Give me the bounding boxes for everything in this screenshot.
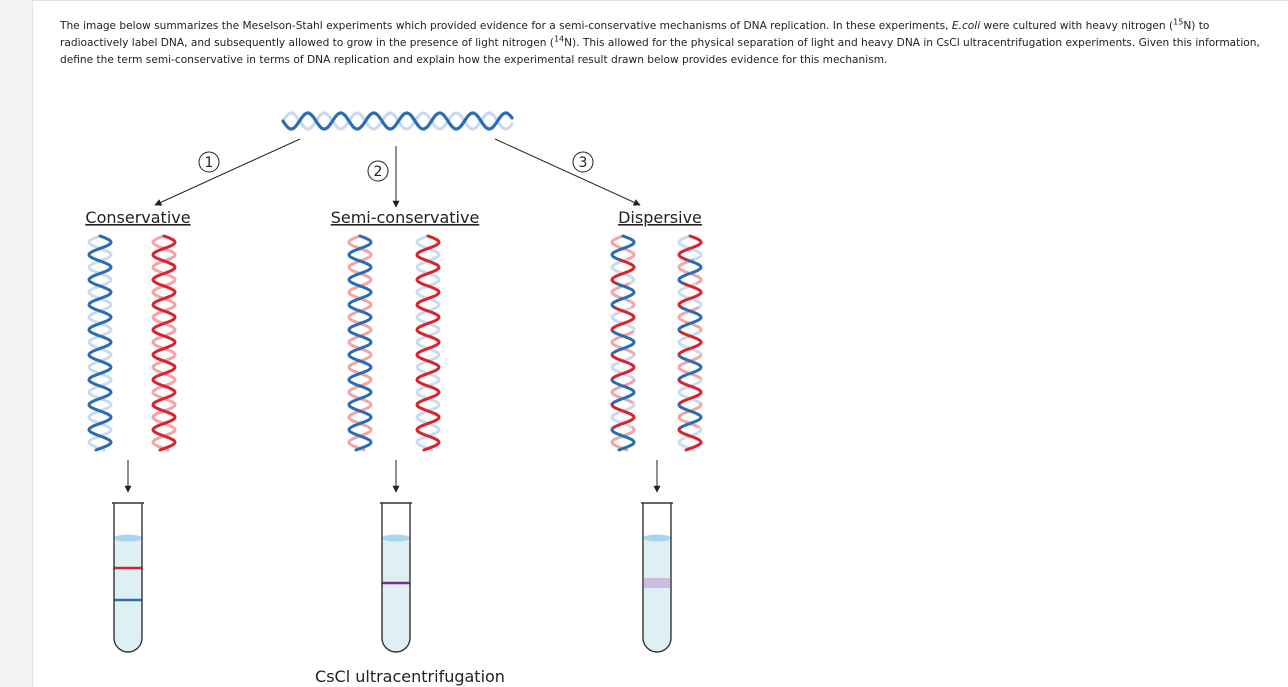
title-conservative: Conservative <box>85 208 190 227</box>
centrifuge-tubes <box>112 502 673 653</box>
tube-1 <box>112 502 144 653</box>
band-3-1 <box>644 578 670 588</box>
parent-dna-helix <box>281 111 514 131</box>
caption-cscl: CsCl ultracentrifugation <box>315 667 505 686</box>
tube-2 <box>380 502 412 653</box>
model-number-2: 2 <box>367 160 389 182</box>
arrow-to-conservative <box>154 138 301 206</box>
helix-semi-1 <box>347 234 373 452</box>
svg-text:3: 3 <box>579 155 588 171</box>
title-dispersive: Dispersive <box>618 208 702 227</box>
model-number-1: 1 <box>198 151 220 173</box>
left-gutter <box>0 0 32 687</box>
svg-text:1: 1 <box>205 155 214 171</box>
helix-dispersive-1 <box>610 234 636 452</box>
tube-3 <box>641 502 673 653</box>
helix-conservative-light <box>151 234 177 452</box>
model-number-3: 3 <box>572 151 594 173</box>
svg-text:2: 2 <box>374 164 383 180</box>
helix-dispersive-2 <box>677 234 703 452</box>
helix-conservative-heavy <box>87 234 113 452</box>
title-semi-conservative: Semi-conservative <box>331 208 480 227</box>
question-text: The image below summarizes the Meselson-… <box>60 17 1260 66</box>
organism-name: E.coli <box>951 20 981 32</box>
helix-semi-2 <box>415 234 441 452</box>
arrow-to-dispersive <box>494 138 641 206</box>
daughter-helices <box>87 234 703 452</box>
